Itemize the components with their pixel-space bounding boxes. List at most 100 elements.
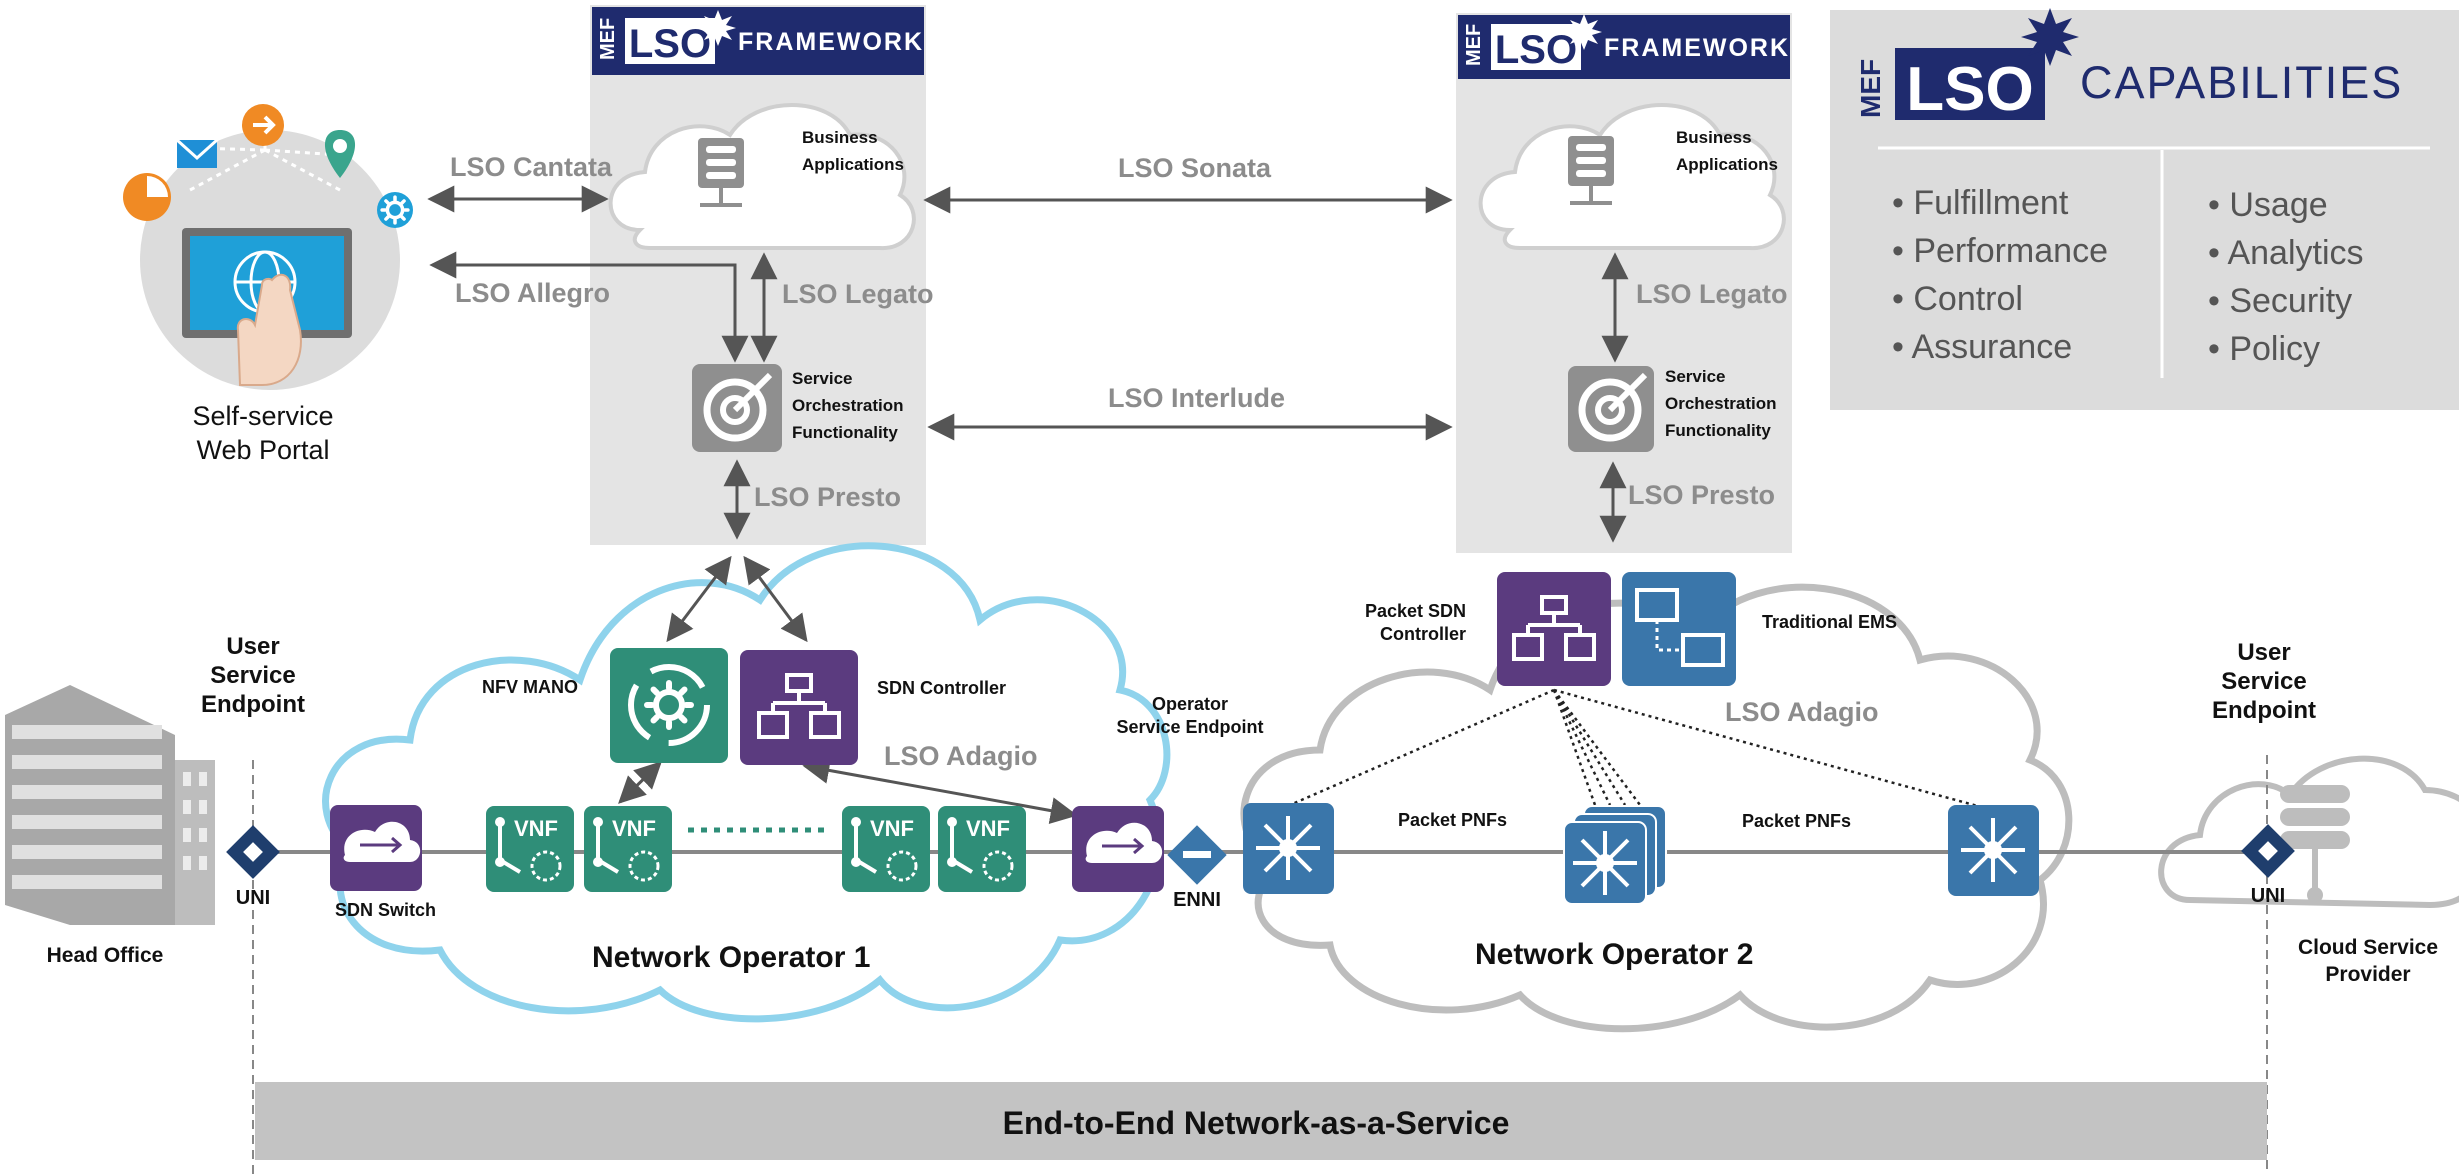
vnf-2: VNF (584, 806, 672, 892)
sdn-switch-label: SDN Switch (335, 900, 436, 920)
capability-analytics: • Analytics (2208, 234, 2364, 272)
orchestration-label: Service (1665, 367, 1726, 386)
mano-arrow (666, 555, 732, 643)
controller-switch-arrow (802, 757, 1078, 824)
mef-logo-text: MEF (1855, 59, 1886, 118)
framework-left-panel: MEF LSO FRAMEWORK (590, 5, 926, 545)
framework-title: FRAMEWORK (1604, 34, 1790, 62)
vnf-group: VNF VNF VNF VNF (486, 806, 1026, 892)
capability-control: • Control (1892, 280, 2023, 318)
lso-logo-text: LSO (629, 22, 711, 66)
user-endpoint-left-label: User (226, 633, 279, 660)
capability-performance: • Performance (1892, 232, 2108, 270)
nfv-mano: NFV MANO (482, 648, 728, 763)
star-burst-icon (1566, 14, 1602, 50)
sdn-controller: SDN Controller (740, 650, 1006, 765)
framework-title: FRAMEWORK (738, 28, 924, 56)
enni-label: ENNI (1173, 889, 1221, 911)
vnf-label: VNF (870, 816, 914, 841)
self-service-web-portal: Self-service Web Portal (123, 104, 413, 465)
lso-adagio-label: LSO Adagio (884, 741, 1038, 771)
end-to-end-label: End-to-End Network-as-a-Service (1003, 1105, 1510, 1141)
operator-endpoint-label: Operator (1152, 694, 1228, 714)
vnf-label: VNF (514, 816, 558, 841)
capability-policy: • Policy (2208, 330, 2320, 368)
capability-security: • Security (2208, 282, 2352, 320)
business-applications-label: Applications (1676, 155, 1778, 174)
network-operator-2-label: Network Operator 2 (1475, 938, 1753, 971)
portal-label: Self-service (192, 401, 333, 431)
uni-label: UNI (2251, 885, 2285, 907)
head-office-building-icon (5, 685, 215, 925)
capability-fulfillment: • Fulfillment (1892, 184, 2069, 222)
nfv-mano-label: NFV MANO (482, 677, 578, 697)
service-orchestration-left: Service Orchestration Functionality (692, 364, 903, 452)
capability-usage: • Usage (2208, 186, 2328, 224)
sdn-switch-left: SDN Switch (330, 805, 436, 920)
orchestration-label: Service (792, 369, 853, 388)
mano-vnf-arrow (618, 761, 662, 804)
cloud-provider-label: Provider (2325, 963, 2410, 986)
mef-logo-text: MEF (597, 18, 619, 60)
business-applications-cloud-left: Business Applications (608, 103, 916, 251)
orchestration-label: Orchestration (792, 396, 903, 415)
packet-pnfs-label: Packet PNFs (1398, 810, 1507, 830)
capabilities-title: CAPABILITIES (2080, 57, 2403, 108)
allegro-arrow (429, 251, 749, 363)
star-burst-icon (2021, 8, 2079, 66)
packet-sdn-controller: Packet SDN Controller (1365, 572, 1611, 686)
operator-endpoint-label: Service Endpoint (1116, 717, 1263, 737)
lso-logo-text: LSO (1906, 55, 2033, 124)
head-office-label: Head Office (47, 944, 164, 967)
service-orchestration-right: Service Orchestration Functionality (1568, 366, 1776, 452)
lso-presto-label: LSO Presto (1628, 480, 1775, 510)
vnf-3: VNF (842, 806, 930, 892)
packet-pnfs-label: Packet PNFs (1742, 811, 1851, 831)
lso-sonata-label: LSO Sonata (1118, 153, 1272, 183)
lso-logo-text: LSO (1495, 28, 1577, 72)
traditional-ems-icon (1622, 572, 1736, 686)
orchestration-label: Functionality (1665, 421, 1771, 440)
packet-pnf-1 (1243, 803, 1334, 894)
lso-legato-label: LSO Legato (782, 279, 934, 309)
uni-label: UNI (236, 887, 270, 909)
vnf-label: VNF (966, 816, 1010, 841)
gear-icon (377, 192, 413, 228)
lso-interlude-label: LSO Interlude (1108, 383, 1285, 413)
capability-assurance: • Assurance (1892, 328, 2072, 366)
business-applications-cloud-right: Business Applications (1478, 103, 1786, 251)
user-endpoint-left-label: Service (210, 662, 295, 689)
lso-legato-label: LSO Legato (1636, 279, 1788, 309)
vnf-1: VNF (486, 806, 574, 892)
business-applications-label: Business (802, 128, 878, 147)
user-endpoint-right-label: User (2237, 639, 2290, 666)
traditional-ems-label: Traditional EMS (1762, 612, 1897, 632)
user-endpoint-left-label: Endpoint (201, 691, 305, 718)
vnf-4: VNF (938, 806, 1026, 892)
sdn-switch-right (1072, 806, 1164, 892)
user-endpoint-right-label: Service (2221, 668, 2306, 695)
vnf-label: VNF (612, 816, 656, 841)
enni: ENNI (1167, 825, 1227, 911)
location-pin-icon (324, 130, 356, 178)
sdn-controller-arrow (743, 555, 808, 643)
packet-sdn-controller-icon (1497, 572, 1611, 686)
cloud-provider-label: Cloud Service (2298, 936, 2438, 959)
business-applications-label: Applications (802, 155, 904, 174)
orchestration-label: Functionality (792, 423, 898, 442)
packet-pnf-2 (1948, 805, 2039, 896)
packet-sdn-label: Packet SDN (1365, 601, 1466, 621)
end-to-end-bar: End-to-End Network-as-a-Service (255, 1082, 2267, 1160)
interface-arrows (427, 185, 1629, 824)
packet-sdn-links (1289, 688, 1986, 810)
user-endpoint-right-label: Endpoint (2212, 697, 2316, 724)
sdn-controller-label: SDN Controller (877, 678, 1006, 698)
portal-label: Web Portal (196, 435, 329, 465)
orchestration-label: Orchestration (1665, 394, 1776, 413)
lso-cantata-label: LSO Cantata (450, 152, 613, 182)
packet-pnf-stack (1563, 805, 1667, 905)
network-operator-1-label: Network Operator 1 (592, 941, 870, 974)
business-applications-label: Business (1676, 128, 1752, 147)
hand-icon (236, 273, 302, 386)
mef-logo-text: MEF (1463, 24, 1485, 66)
